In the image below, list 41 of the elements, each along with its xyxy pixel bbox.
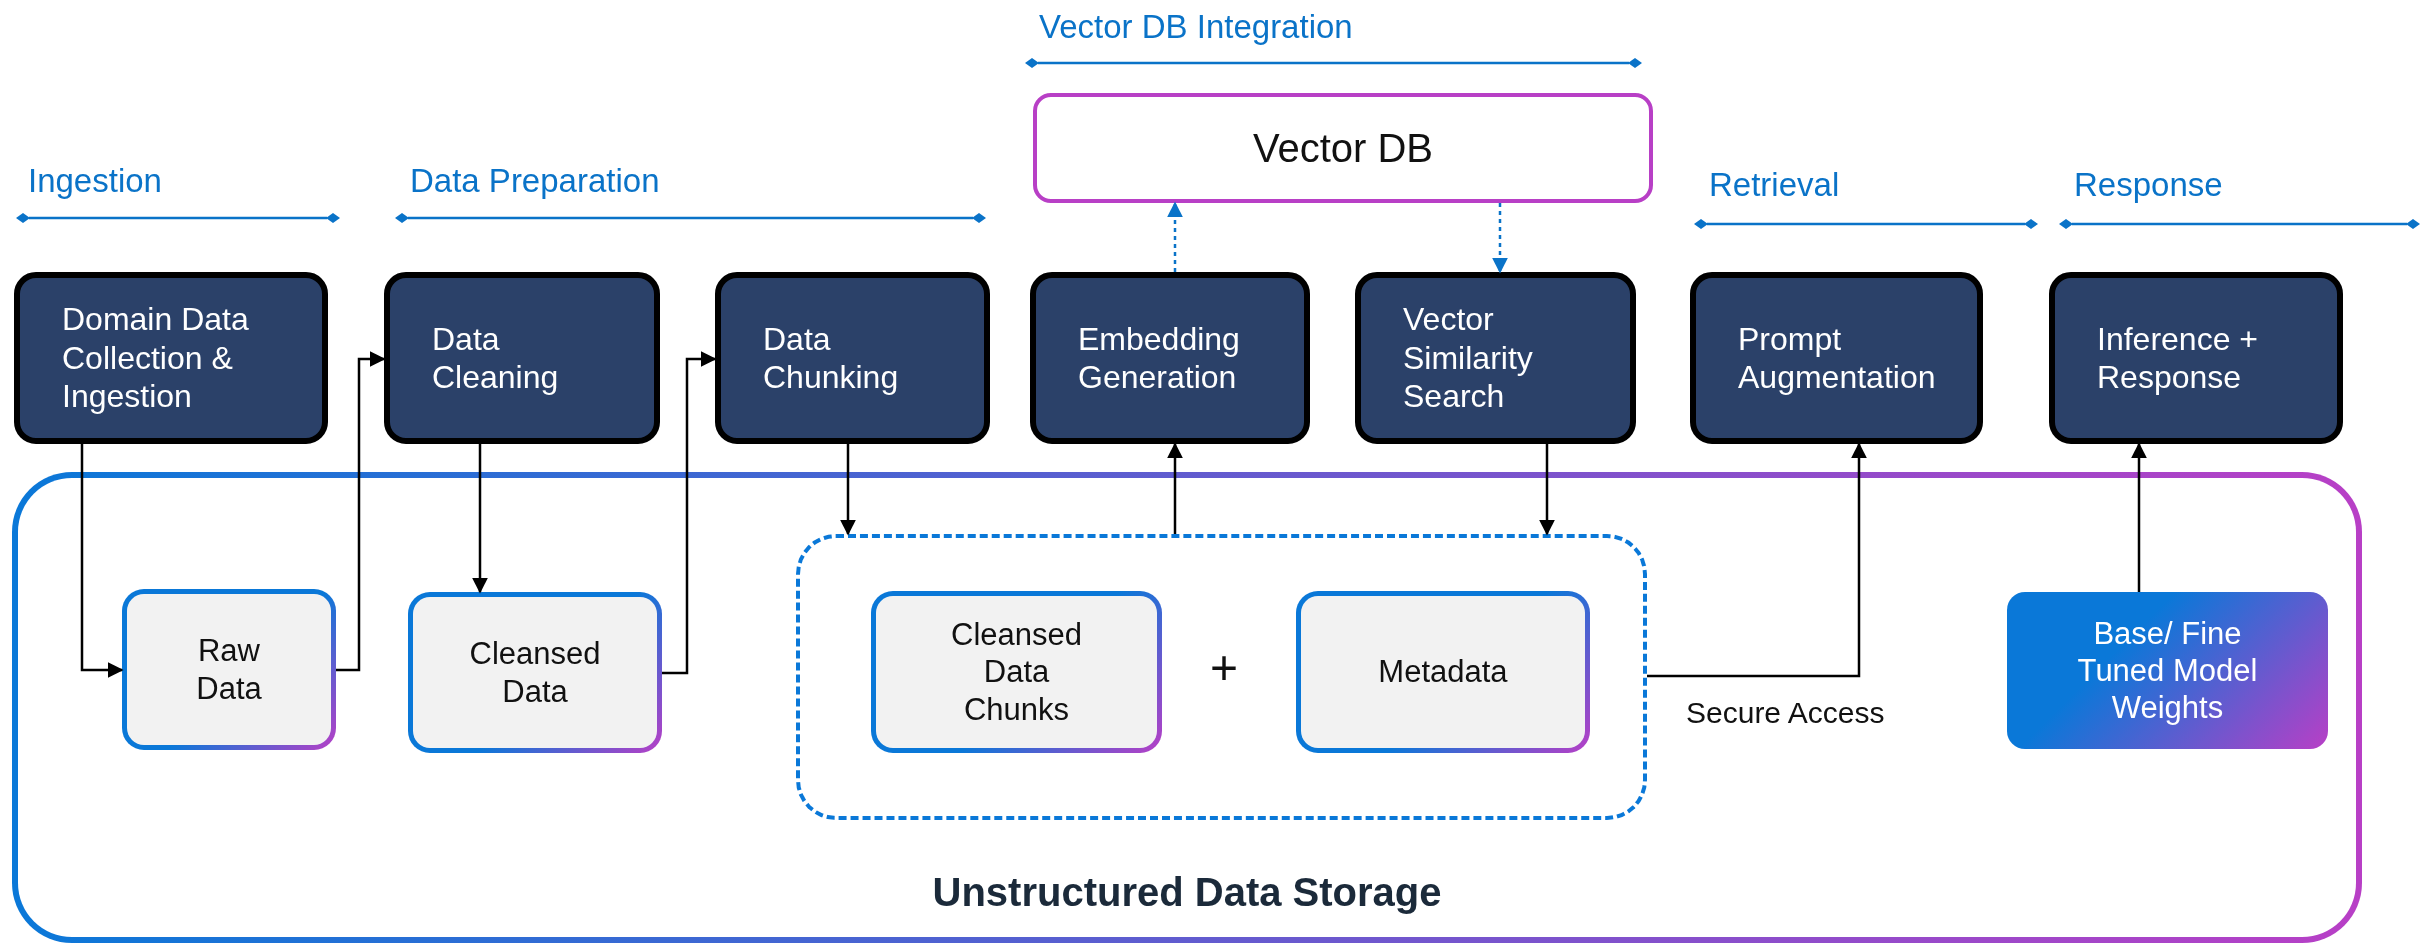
dotted-arrow [1492,203,1508,274]
node-label: Metadata [1378,653,1508,691]
process-box [1355,272,1636,444]
process-box [715,272,990,444]
stage-label: Ingestion [28,162,162,200]
node-label: Domain Data Collection & Ingestion [62,300,250,416]
node-label: Raw Data [195,632,263,707]
process-box [1690,272,1983,444]
arrow [2131,442,2147,592]
stage-label: Data Preparation [410,162,660,200]
stage-label: Vector DB Integration [1039,8,1353,46]
arrow [1167,442,1183,534]
stage-label: Response [2074,166,2223,204]
node-label: Vector Similarity Search [1403,300,1534,416]
arrow [662,351,717,675]
process-box [384,272,660,444]
database-box [1033,93,1653,203]
node-label: Base/ Fine Tuned Model Weights [2076,614,2259,727]
process-box [2049,272,2343,444]
storage-title: Unstructured Data Storage [931,870,1443,915]
node-label: Inference + Response [2097,319,2259,397]
arrow [472,444,488,594]
arrow [1539,444,1555,536]
node-label: Cleansed Data Chunks [950,616,1083,728]
plus-sign: + [1210,640,1239,695]
node-label: Data Cleaning [432,319,560,397]
arrow [336,351,386,672]
arrow [840,444,856,536]
group-box [796,534,1647,820]
node-label: Embedding Generation [1078,319,1241,397]
node-label: Data Chunking [763,319,900,397]
dotted-arrow [1167,201,1183,272]
arrow [80,444,124,678]
node-label: Prompt Augmentation [1738,319,1937,397]
process-box [14,272,328,444]
stage-label: Retrieval [1709,166,1840,204]
process-box [1030,272,1310,444]
node-label: Vector DB [1252,125,1434,171]
node-label: Cleansed Data [468,635,602,710]
model-box [2007,592,2328,749]
arrow [1647,442,1867,678]
